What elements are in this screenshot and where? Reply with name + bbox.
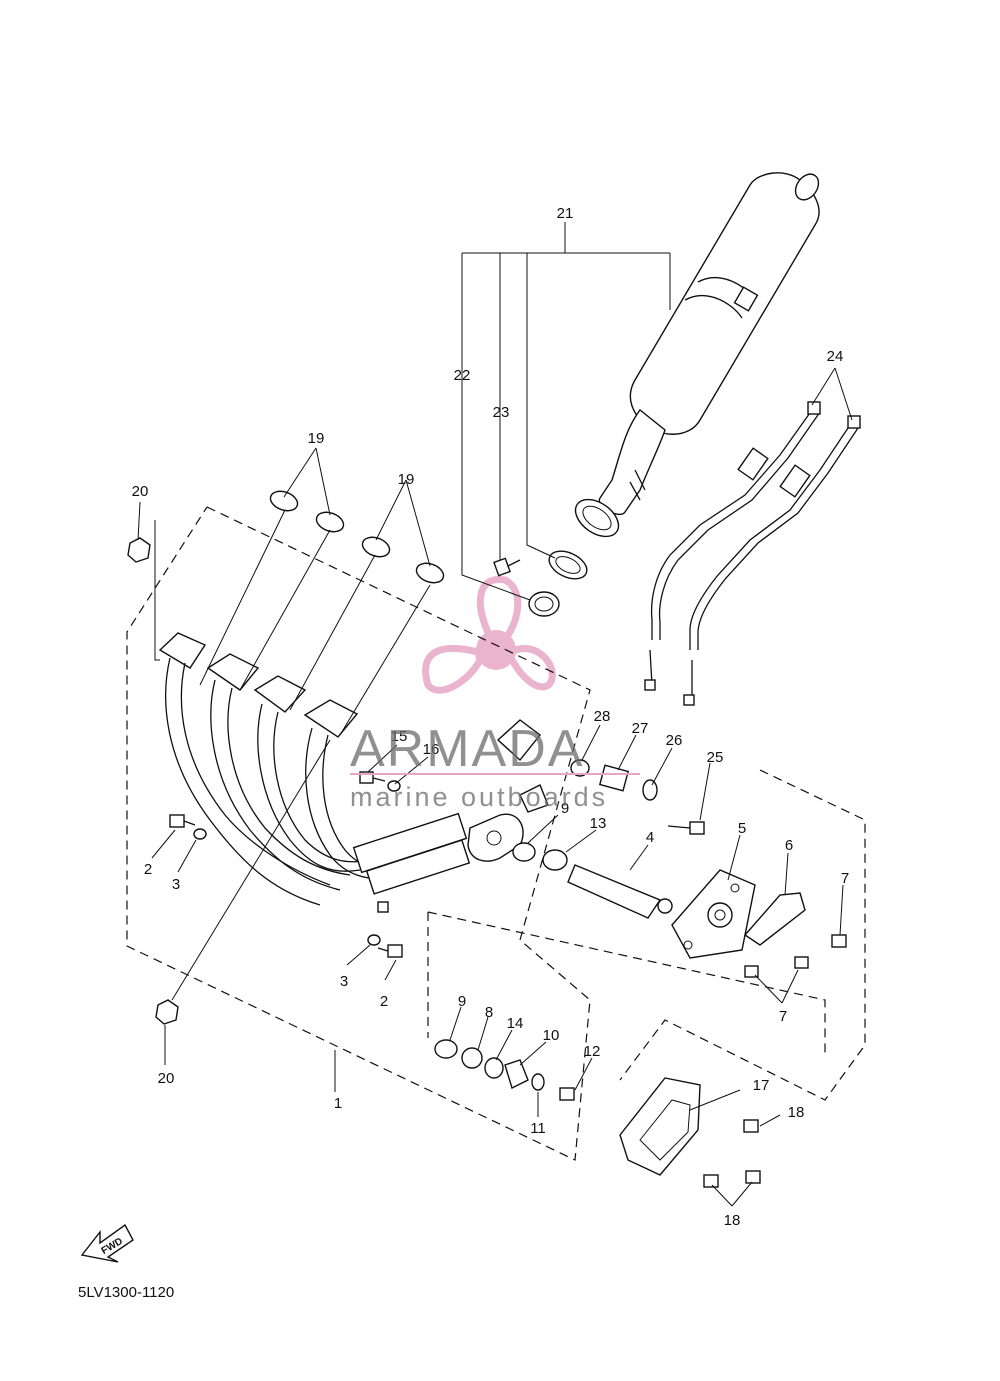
callout-8: 8 xyxy=(485,1004,493,1021)
callout-14: 14 xyxy=(507,1015,524,1032)
callout-2-lower: 2 xyxy=(380,993,388,1010)
callout-28: 28 xyxy=(594,708,611,725)
exhaust-header-pipes xyxy=(158,632,549,906)
callout-16: 16 xyxy=(423,741,440,758)
callout-3-lower: 3 xyxy=(340,973,348,990)
leader-lines xyxy=(137,222,853,1207)
fwd-arrow: FWD xyxy=(80,1223,134,1263)
watermark-propeller-logo xyxy=(422,575,556,694)
callout-7-lower: 7 xyxy=(779,1008,787,1025)
callout-27: 27 xyxy=(632,720,649,737)
callout-1: 1 xyxy=(334,1095,342,1112)
watermark-brand: ARMADA xyxy=(350,720,584,778)
callout-22: 22 xyxy=(454,367,471,384)
watermark-text: ARMADA marine outboards xyxy=(350,720,640,812)
fasteners xyxy=(169,771,403,958)
callout-15: 15 xyxy=(391,728,408,745)
callout-20-bottom: 20 xyxy=(158,1070,175,1087)
watermark-tagline: marine outboards xyxy=(350,782,608,812)
callout-23: 23 xyxy=(493,404,510,421)
callout-18-upper: 18 xyxy=(788,1104,805,1121)
muffler-assembly xyxy=(574,172,820,538)
callout-3-left: 3 xyxy=(172,876,180,893)
clamp-and-gasket xyxy=(493,550,588,617)
gaskets-and-nuts xyxy=(127,490,445,1025)
callout-9-lower: 9 xyxy=(458,993,466,1010)
diagram-code: 5LV1300-1120 xyxy=(78,1284,174,1301)
pulley-parts xyxy=(434,1039,575,1101)
callout-4: 4 xyxy=(646,829,654,846)
servo-cover xyxy=(619,1077,761,1188)
assembly-1-boundary xyxy=(126,506,591,1161)
leader-group-boundary xyxy=(427,911,826,1057)
callout-9-upper: 9 xyxy=(561,800,569,817)
callout-20-top: 20 xyxy=(132,483,149,500)
callout-24: 24 xyxy=(827,348,844,365)
callout-12: 12 xyxy=(584,1043,601,1060)
callout-7-right: 7 xyxy=(841,870,849,887)
callout-labels: 1 2 2 3 3 4 5 6 7 7 8 9 9 10 11 12 13 14… xyxy=(132,205,850,1229)
link-pipe-parts xyxy=(512,759,705,919)
servo-bracket xyxy=(671,869,847,978)
callout-21: 21 xyxy=(557,205,574,222)
callout-18-lower: 18 xyxy=(724,1212,741,1229)
callout-17: 17 xyxy=(753,1077,770,1094)
callout-26: 26 xyxy=(666,732,683,749)
callout-5: 5 xyxy=(738,820,746,837)
callout-6: 6 xyxy=(785,837,793,854)
callout-10: 10 xyxy=(543,1027,560,1044)
callout-19-right: 19 xyxy=(398,471,415,488)
callout-2-left: 2 xyxy=(144,861,152,878)
valve-cables xyxy=(644,401,861,706)
callout-25: 25 xyxy=(707,749,724,766)
assembly-mount-boundary xyxy=(619,769,866,1101)
callout-11: 11 xyxy=(530,1120,546,1137)
callout-13: 13 xyxy=(590,815,607,832)
callout-19-left: 19 xyxy=(308,430,325,447)
